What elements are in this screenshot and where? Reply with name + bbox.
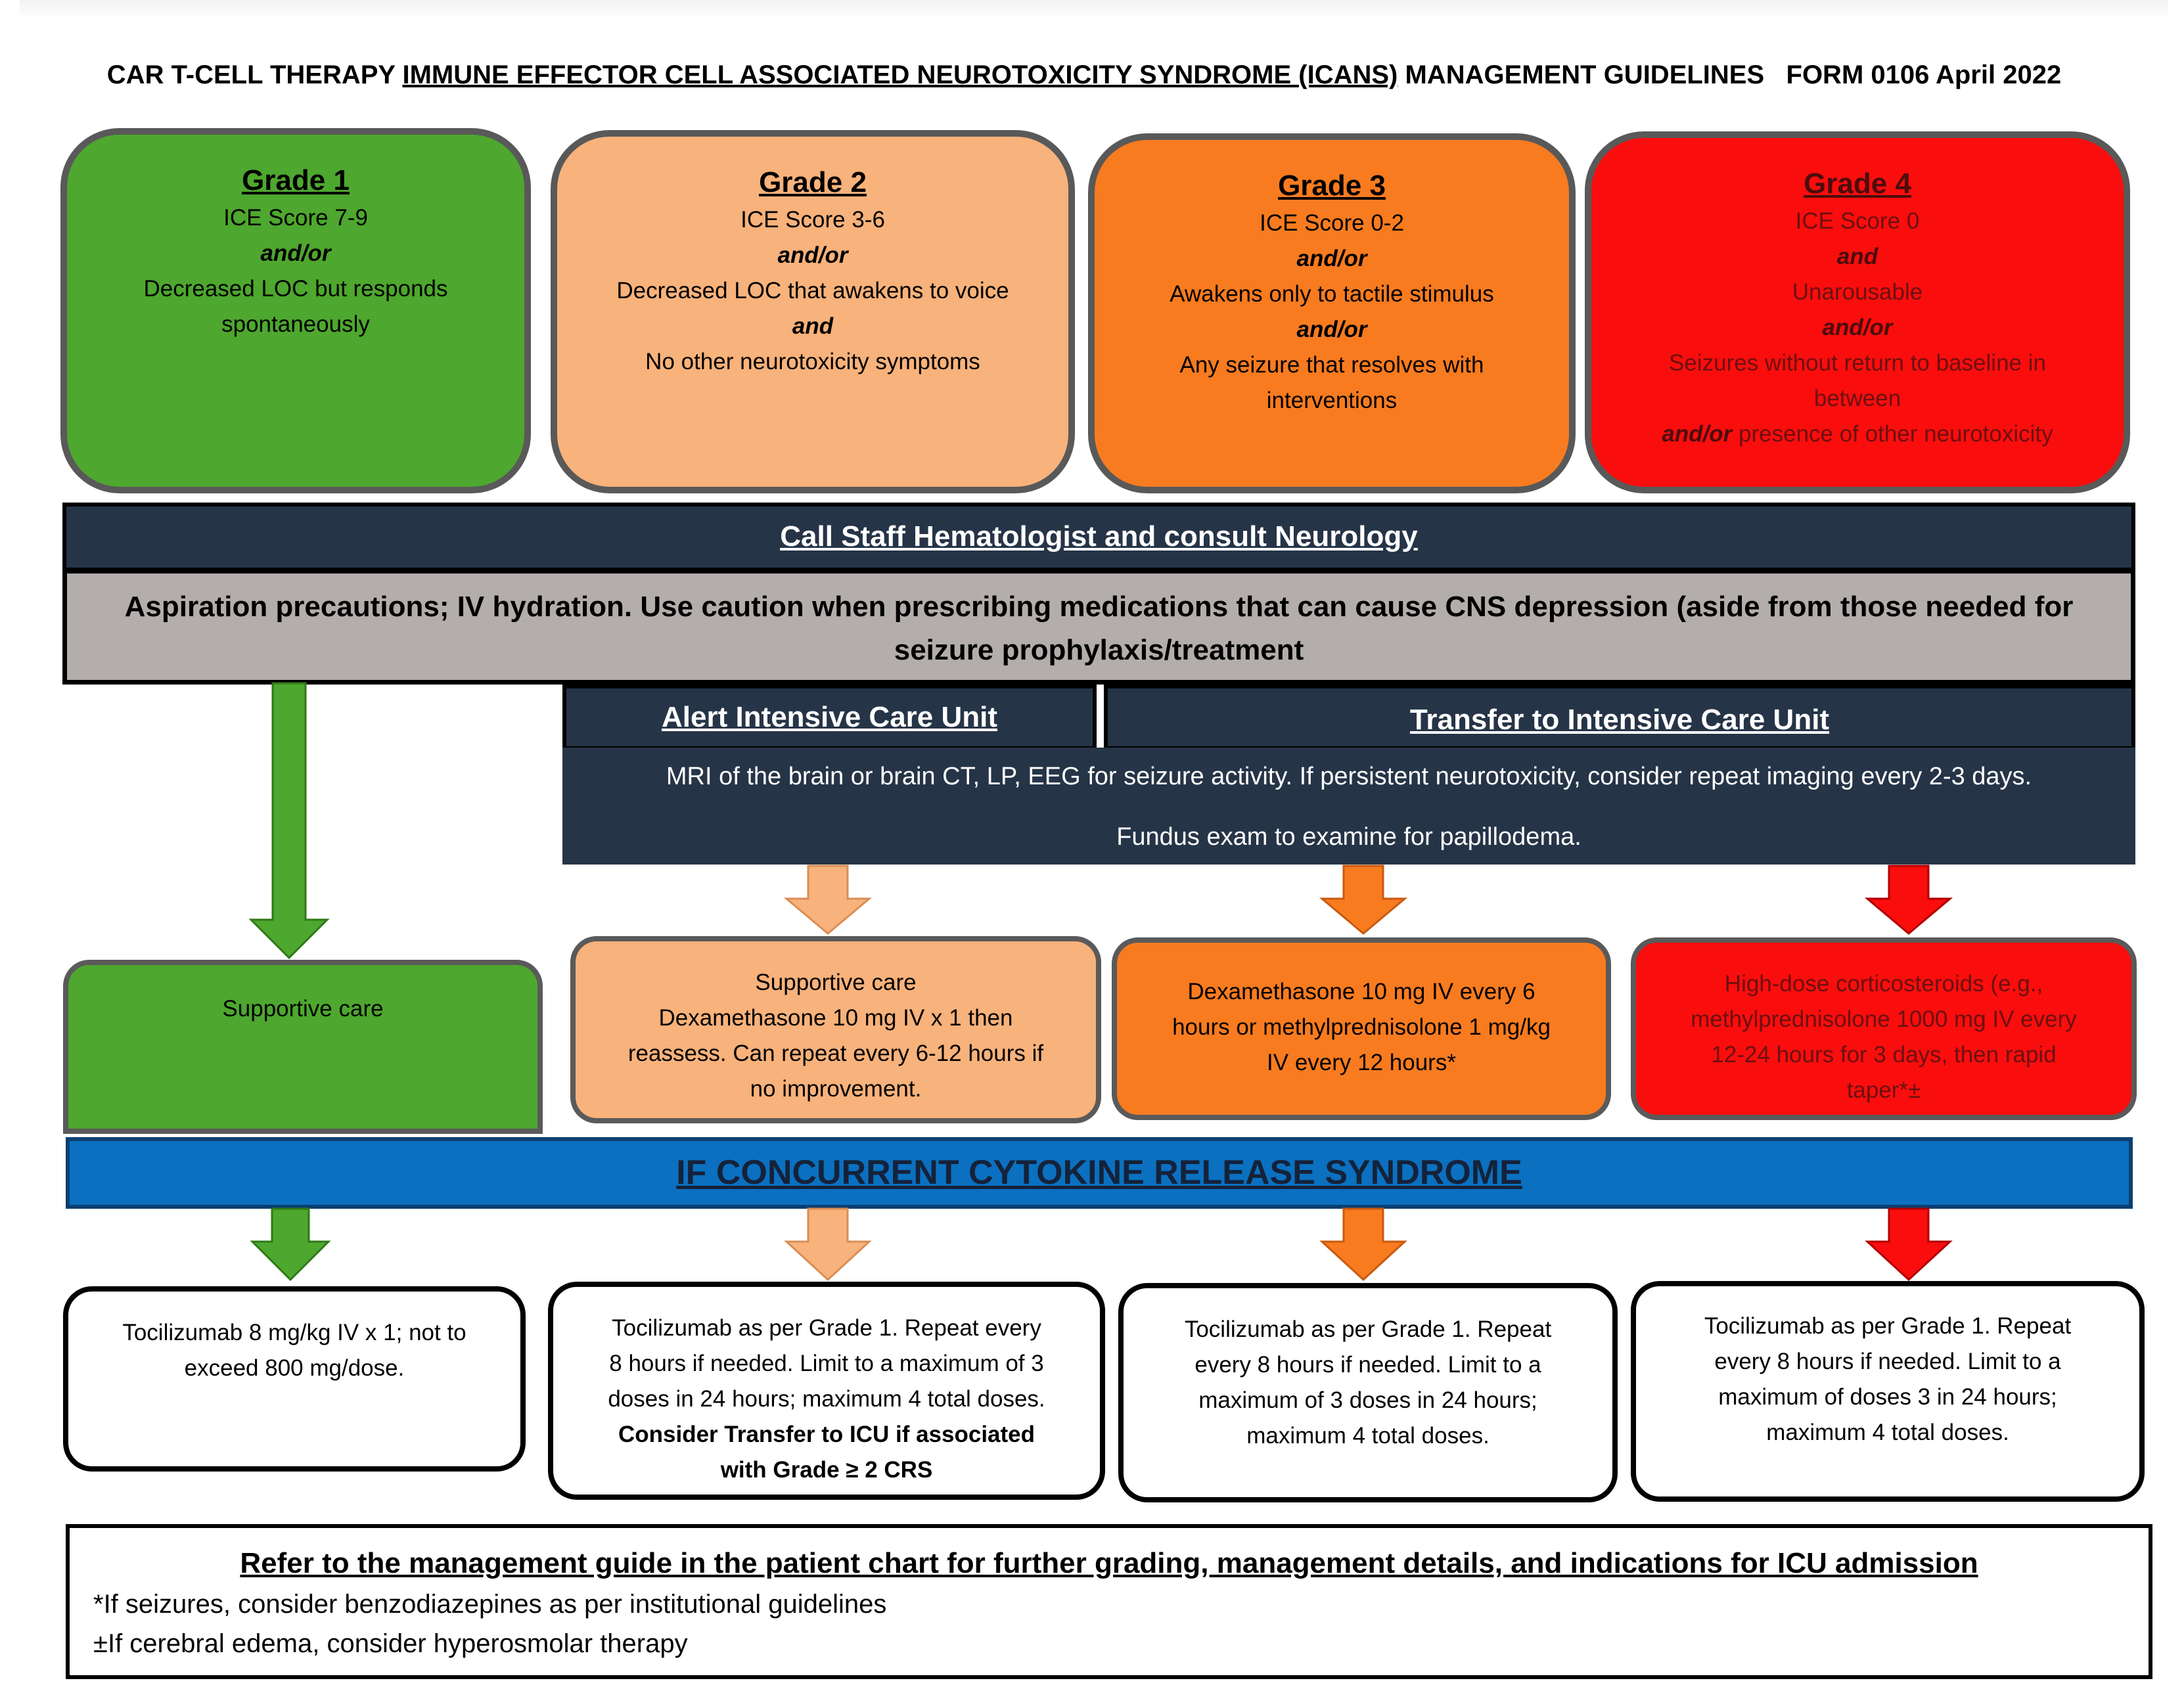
- grade-4-arrow-down: [1864, 865, 1953, 935]
- grade-1-title: Grade 1: [242, 164, 350, 196]
- treatment-line: 12-24 hours for 3 days, then rapid: [1711, 1042, 2057, 1068]
- grade-4-line: Seizures without return to baseline in: [1669, 350, 2046, 376]
- footer-note-edema: ±If cerebral edema, consider hyperosmola…: [93, 1629, 688, 1658]
- treatment-line: Dexamethasone 10 mg IV every 6: [1187, 979, 1536, 1004]
- grade-2-connector: and/or: [777, 242, 848, 268]
- grade-3-line: ICE Score 0-2: [1260, 210, 1404, 236]
- grade-2-title: Grade 2: [759, 166, 867, 198]
- footer-note-seizures: *If seizures, consider benzodiazepines a…: [93, 1590, 887, 1619]
- tocilizumab-line: maximum 4 total doses.: [1766, 1420, 2009, 1445]
- grade-4-box: Grade 4 ICE Score 0 and Unarousable and/…: [1585, 131, 2130, 493]
- treatment-line: hours or methylprednisolone 1 mg/kg: [1172, 1014, 1551, 1040]
- treatment-line: methylprednisolone 1000 mg IV every: [1691, 1006, 2077, 1032]
- alert-icu-bar: Alert Intensive Care Unit: [562, 685, 1097, 750]
- tocilizumab-line: every 8 hours if needed. Limit to a: [1194, 1352, 1541, 1378]
- tocilizumab-line: Tocilizumab 8 mg/kg IV x 1; not to: [122, 1320, 466, 1345]
- icu-transfer-note: Consider Transfer to ICU if associated: [618, 1422, 1035, 1447]
- grade-2-box: Grade 2 ICE Score 3-6 and/or Decreased L…: [551, 130, 1075, 493]
- treatment-line: taper*±: [1846, 1077, 1921, 1103]
- grade-2-line: Decreased LOC that awakens to voice: [616, 278, 1009, 304]
- tocilizumab-line: maximum of doses 3 in 24 hours;: [1718, 1384, 2057, 1410]
- grade-3-tocilizumab: Tocilizumab as per Grade 1. Repeat every…: [1118, 1283, 1618, 1502]
- grade-1-line: ICE Score 7-9: [223, 205, 368, 231]
- grade-1-treatment: Supportive care: [63, 960, 543, 1134]
- grade-4-connector: and/or: [1822, 315, 1893, 340]
- grade-4-crs-arrow: [1865, 1207, 1953, 1282]
- grade-1-line: spontaneously: [221, 311, 370, 337]
- grade-3-line: Any seizure that resolves with: [1179, 352, 1484, 378]
- tocilizumab-line: maximum of 3 doses in 24 hours;: [1198, 1387, 1537, 1413]
- treatment-line: no improvement.: [750, 1076, 922, 1102]
- grade-3-arrow-down: [1319, 865, 1408, 935]
- footer-heading: Refer to the management guide in the pat…: [240, 1547, 1978, 1579]
- tocilizumab-line: doses in 24 hours; maximum 4 total doses…: [608, 1386, 1045, 1412]
- grade-2-treatment: Supportive care Dexamethasone 10 mg IV x…: [570, 936, 1101, 1123]
- transfer-icu-bar: Transfer to Intensive Care Unit: [1104, 685, 2135, 750]
- grade-1-box: Grade 1 ICE Score 7-9 and/or Decreased L…: [60, 128, 531, 493]
- grade-3-line: Awakens only to tactile stimulus: [1170, 281, 1494, 307]
- icu-transfer-note: with Grade ≥ 2 CRS: [720, 1457, 933, 1483]
- grade-3-connector: and/or: [1296, 246, 1367, 271]
- concurrent-crs-bar: IF CONCURRENT CYTOKINE RELEASE SYNDROME: [66, 1137, 2133, 1209]
- grade-4-line: and/or presence of other neurotoxicity: [1662, 421, 2053, 447]
- grade-1-long-arrow: [248, 682, 330, 960]
- grade-4-title: Grade 4: [1804, 168, 1911, 200]
- tocilizumab-line: 8 hours if needed. Limit to a maximum of…: [609, 1351, 1044, 1376]
- treatment-line: High-dose corticosteroids (e.g.,: [1724, 971, 2043, 997]
- imaging-text: MRI of the brain or brain CT, LP, EEG fo…: [666, 763, 2032, 790]
- grade-4-line: Unarousable: [1792, 279, 1923, 305]
- grade-1-crs-arrow: [250, 1207, 331, 1282]
- grade-2-line: No other neurotoxicity symptoms: [645, 349, 980, 374]
- imaging-panel: MRI of the brain or brain CT, LP, EEG fo…: [562, 748, 2135, 865]
- tocilizumab-line: maximum 4 total doses.: [1246, 1423, 1490, 1449]
- grade-4-line: ICE Score 0: [1795, 208, 1920, 234]
- grade-1-tocilizumab: Tocilizumab 8 mg/kg IV x 1; not to excee…: [63, 1286, 526, 1472]
- tocilizumab-line: Tocilizumab as per Grade 1. Repeat: [1704, 1313, 2072, 1339]
- aspiration-precautions-bar: Aspiration precautions; IV hydration. Us…: [62, 569, 2135, 685]
- treatment-line: Supportive care: [222, 996, 384, 1022]
- tocilizumab-line: exceed 800 mg/dose.: [184, 1355, 405, 1381]
- grade-3-connector: and/or: [1296, 317, 1367, 342]
- treatment-line: reassess. Can repeat every 6-12 hours if: [627, 1041, 1044, 1066]
- grade-2-connector: and: [792, 313, 834, 339]
- grade-4-treatment: High-dose corticosteroids (e.g., methylp…: [1631, 937, 2137, 1120]
- grade-4-line: between: [1813, 386, 1901, 411]
- grade-2-line: ICE Score 3-6: [740, 207, 885, 233]
- grade-3-treatment: Dexamethasone 10 mg IV every 6 hours or …: [1112, 937, 1611, 1120]
- top-shadow-strip: [20, 0, 2168, 20]
- grade-1-connector: and/or: [260, 240, 331, 266]
- grade-4-tocilizumab: Tocilizumab as per Grade 1. Repeat every…: [1631, 1281, 2145, 1502]
- tocilizumab-line: Tocilizumab as per Grade 1. Repeat: [1184, 1316, 1552, 1342]
- tocilizumab-line: every 8 hours if needed. Limit to a: [1714, 1349, 2061, 1374]
- grade-2-tocilizumab: Tocilizumab as per Grade 1. Repeat every…: [548, 1282, 1105, 1500]
- grade-3-crs-arrow: [1319, 1207, 1407, 1282]
- grade-3-line: interventions: [1266, 388, 1398, 413]
- call-hematologist-bar: Call Staff Hematologist and consult Neur…: [62, 503, 2135, 572]
- tocilizumab-line: Tocilizumab as per Grade 1. Repeat every: [612, 1315, 1041, 1341]
- grade-2-crs-arrow: [784, 1207, 872, 1282]
- treatment-line: Supportive care: [755, 970, 917, 995]
- treatment-line: Dexamethasone 10 mg IV x 1 then: [658, 1005, 1013, 1031]
- footer-notes: Refer to the management guide in the pat…: [66, 1524, 2152, 1679]
- page-title: CAR T-CELL THERAPY IMMUNE EFFECTOR CELL …: [106, 60, 2062, 89]
- grade-4-connector: and: [1836, 244, 1878, 269]
- grade-3-title: Grade 3: [1278, 169, 1386, 202]
- fundus-text: Fundus exam to examine for papillodema.: [1116, 823, 1581, 851]
- grade-2-arrow-down: [783, 865, 873, 935]
- grade-1-line: Decreased LOC but responds: [143, 276, 448, 302]
- grade-3-box: Grade 3 ICE Score 0-2 and/or Awakens onl…: [1088, 133, 1576, 493]
- treatment-line: IV every 12 hours*: [1267, 1050, 1456, 1075]
